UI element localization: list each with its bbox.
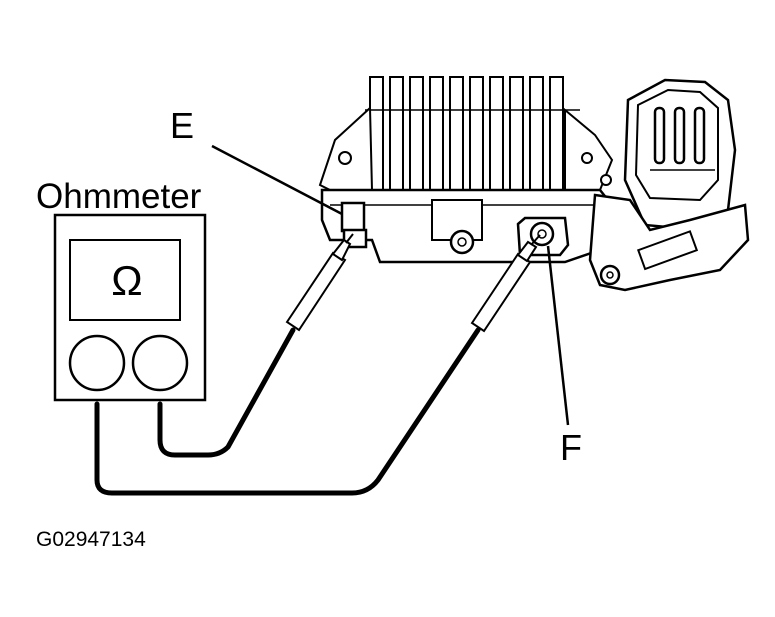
leader-line-e	[211, 144, 343, 216]
leader-line-f	[546, 245, 570, 426]
lead-wire-e	[157, 327, 296, 458]
regulator-left-flange	[318, 105, 374, 191]
label-f: F	[560, 427, 582, 468]
bracket-bolt	[600, 174, 612, 186]
probe-f	[470, 234, 541, 333]
flange-hole-right	[581, 152, 593, 164]
ohmmeter: Ω	[53, 213, 207, 402]
ohmmeter-display	[69, 239, 181, 321]
voltage-regulator	[318, 76, 750, 292]
flange-hole-left	[338, 151, 352, 165]
ohmmeter-jack-left	[68, 334, 126, 392]
probe-e	[285, 233, 354, 332]
ohm-symbol: Ω	[111, 257, 142, 304]
figure-code: G02947134	[36, 528, 146, 551]
label-ohmmeter: Ohmmeter	[36, 177, 202, 216]
bracket-clip	[636, 230, 699, 271]
test-leads	[94, 233, 541, 496]
label-e: E	[170, 105, 194, 146]
cooling-fins	[365, 76, 580, 193]
wiring-connector	[623, 78, 737, 232]
ohmmeter-jack-right	[131, 334, 189, 392]
lead-wire-f	[94, 327, 481, 496]
